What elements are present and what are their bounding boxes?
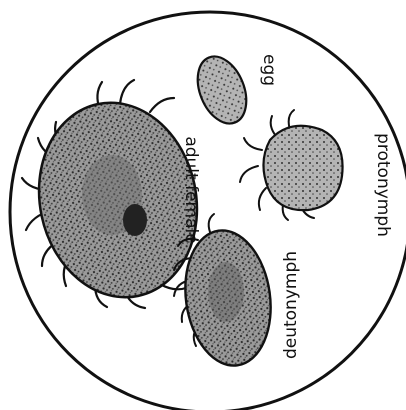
label-protonymph: protonymph [373,133,393,237]
label-deutonymph: deutonymph [281,251,301,359]
label-egg: egg [259,54,279,86]
label-adult-female: adult female [181,136,201,243]
